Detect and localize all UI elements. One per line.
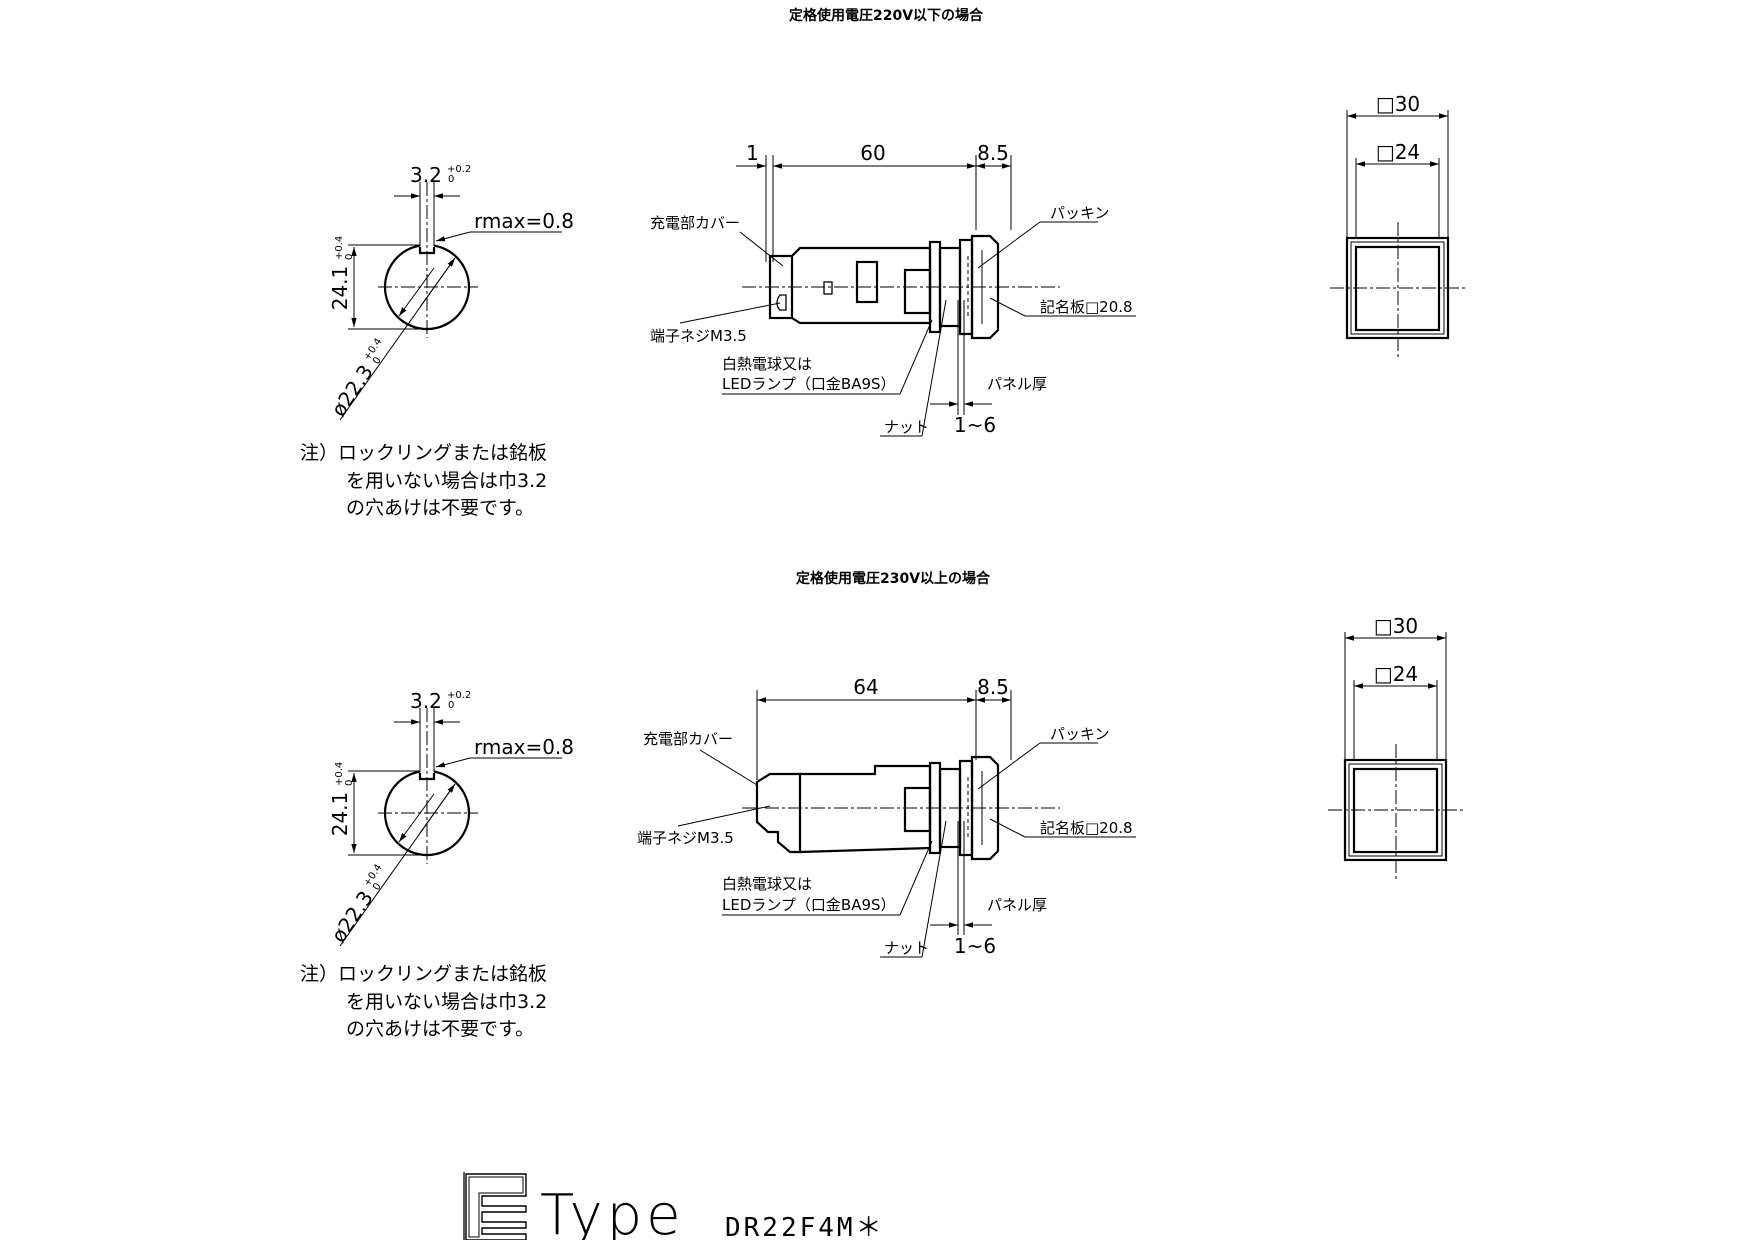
label-lamp-1: 白熱電球又は [722,355,812,373]
height-dim: 24.1 [328,266,352,311]
slot-width-dim: 3.2 [410,689,442,713]
series-logo-icon [463,1172,527,1240]
svg-text:+0.4: +0.4 [334,236,345,260]
lens-head [970,234,1000,340]
section-230v: 定格使用電圧230V以上の場合 3.2 +0.2 0 rmax=0.8 24.1 [300,570,1466,1040]
label-cover: 充電部カバー [643,730,733,748]
svg-text:0: 0 [371,355,384,366]
svg-text:0: 0 [344,780,355,786]
label-terminal: 端子ネジM3.5 [637,829,734,847]
model-number: DR22F4M＊ [725,1213,885,1240]
svg-text:0: 0 [448,700,454,711]
lens-head [970,755,1000,861]
label-nut: ナット [884,418,929,436]
svg-text:+0.4: +0.4 [334,762,345,786]
label-nut: ナット [884,939,929,957]
section-title: 定格使用電圧220V以下の場合 [789,7,984,24]
slot-tolerance: +0.2 [447,164,471,175]
front-view: □30 □24 [1330,92,1468,358]
section-title: 定格使用電圧230V以上の場合 [796,570,991,587]
dim-1: 1 [746,141,759,165]
dim-body-length: 60 [860,141,885,165]
inner-size-dim: □24 [1376,140,1420,164]
label-lamp-2: LEDランプ（口金BA9S） [722,375,896,393]
terminal-cover [755,772,802,854]
inner-size-dim: □24 [1374,662,1418,686]
height-dim: 24.1 [328,792,352,837]
label-terminal: 端子ネジM3.5 [650,327,747,345]
footer: Type DR22F4M＊ [463,1172,885,1240]
panel-hole-detail: 3.2 +0.2 0 rmax=0.8 24.1 +0.4 0 ø22.3 [300,163,574,519]
label-panel: パネル厚 [987,896,1047,914]
svg-text:0: 0 [448,174,454,185]
dim-head-length: 8.5 [977,141,1009,165]
note-line-2: を用いない場合は巾3.2 [346,470,547,492]
label-lamp-1: 白熱電球又は [722,875,812,893]
outer-size-dim: □30 [1374,614,1418,638]
label-nameplate: 記名板□20.8 [1040,819,1133,837]
svg-text:0: 0 [371,881,384,892]
note-line-1: 注）ロックリングまたは銘板 [300,963,547,985]
rmax-label: rmax=0.8 [474,735,574,759]
type-word: Type [540,1183,685,1240]
side-view: 1 60 8.5 充電部カバー パッキン 記名板□20.8 端 [650,141,1136,437]
diameter-dim: ø22.3 [326,360,378,420]
side-view: 64 8.5 充電部カバー パッキン 記名板□20.8 端子ネジM3.5 白熱電… [637,675,1136,958]
lamp-body [799,764,932,854]
note-line-3: の穴あけは不要です。 [346,1018,534,1040]
label-packing: パッキン [1050,204,1110,222]
rmax-label: rmax=0.8 [474,209,574,233]
front-view: □30 □24 [1328,614,1466,880]
label-lamp-2: LEDランプ（口金BA9S） [722,896,896,914]
lamp-body [791,246,932,325]
slot-tolerance: +0.2 [447,690,471,701]
panel-range: 1~6 [954,934,996,958]
dim-head-length: 8.5 [977,675,1009,699]
section-220v: 定格使用電圧220V以下の場合 3.2 +0.2 0 rmax=0.8 24.1 [300,7,1468,519]
label-nameplate: 記名板□20.8 [1040,298,1133,316]
svg-text:0: 0 [344,254,355,260]
note-line-1: 注）ロックリングまたは銘板 [300,442,547,464]
label-packing: パッキン [1050,725,1110,743]
note-line-3: の穴あけは不要です。 [346,497,534,519]
outer-size-dim: □30 [1376,92,1420,116]
panel-hole-detail: 3.2 +0.2 0 rmax=0.8 24.1 +0.4 0 ø22.3 [300,689,574,1040]
terminal-cover [768,254,794,320]
note-line-2: を用いない場合は巾3.2 [346,991,547,1013]
diameter-dim: ø22.3 [326,886,378,946]
panel-range: 1~6 [954,413,996,437]
label-panel: パネル厚 [987,375,1047,393]
slot-width-dim: 3.2 [410,163,442,187]
label-cover: 充電部カバー [650,214,740,232]
dim-body-length: 64 [853,675,878,699]
